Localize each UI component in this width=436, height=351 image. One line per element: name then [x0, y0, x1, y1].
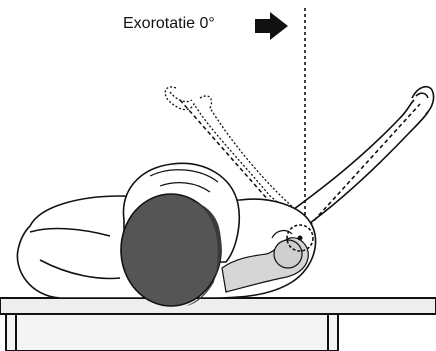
- raised-arm: [290, 87, 434, 226]
- table: [0, 298, 436, 351]
- arrow-right-icon: [255, 12, 288, 40]
